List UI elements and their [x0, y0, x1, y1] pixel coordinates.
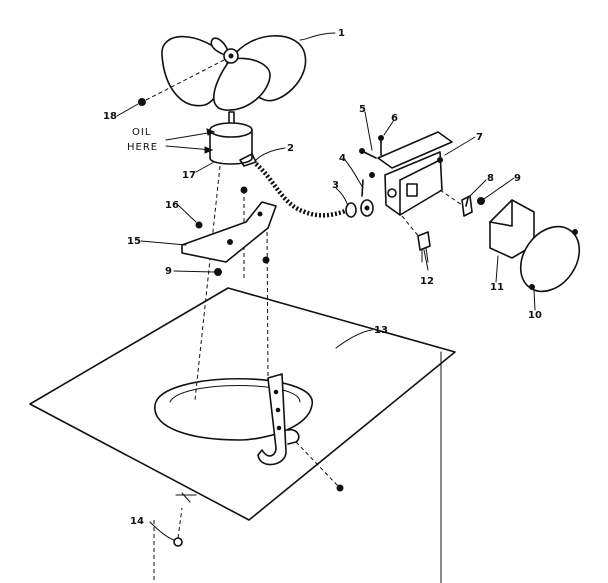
plug-12: [417, 231, 431, 263]
callout-9-switch: 9: [514, 173, 521, 184]
here-label: HERE: [127, 142, 158, 153]
callout-17: 17: [182, 170, 196, 181]
callout-13: 13: [374, 325, 388, 336]
screws-5-6: [359, 135, 384, 159]
hanger-strap: [257, 373, 300, 466]
motor-cord: [254, 162, 349, 218]
callout-1: 1: [338, 28, 345, 39]
callout-10: 10: [528, 310, 542, 321]
callout-5: 5: [359, 104, 366, 115]
callout-9-bracket: 9: [165, 266, 172, 277]
ceiling-panel: [29, 287, 456, 521]
callout-6: 6: [391, 113, 398, 124]
motor: [194, 111, 269, 401]
callout-12: 12: [420, 276, 434, 287]
screw-panel: [295, 441, 344, 492]
callout-4: 4: [339, 153, 346, 164]
junction-box: [369, 131, 463, 239]
callout-14: 14: [130, 516, 144, 527]
callout-16: 16: [165, 200, 179, 211]
oil-here-note: OIL HERE: [127, 127, 216, 154]
callout-2: 2: [287, 143, 294, 154]
fan-blade: [161, 35, 307, 111]
switch: [461, 195, 485, 217]
callout-15: 15: [127, 236, 141, 247]
callout-18: 18: [103, 111, 117, 122]
cord-connector: [345, 179, 374, 218]
screw-18: [138, 59, 225, 106]
leader-lines: [116, 32, 536, 541]
screw-14: [173, 507, 183, 547]
grille: [519, 225, 581, 293]
callout-3: 3: [332, 180, 339, 191]
mounting-bracket: [181, 201, 277, 276]
callout-11: 11: [490, 282, 504, 293]
callout-8: 8: [487, 173, 494, 184]
oil-label: OIL: [132, 127, 151, 138]
callout-numbers: 1 2 3 4 5 6 7 8 9 9 10 11 12 13 14 15 16…: [103, 28, 542, 527]
callout-7: 7: [476, 132, 483, 143]
